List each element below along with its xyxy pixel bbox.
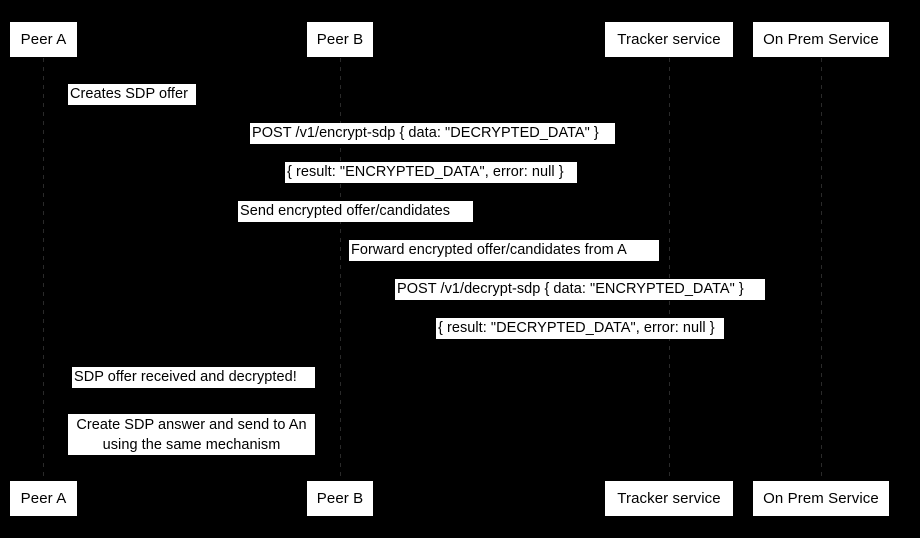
lifeline-tracker (669, 58, 670, 478)
note-line-2: using the same mechanism (102, 437, 281, 453)
participant-footer-tracker-service[interactable]: Tracker service (605, 481, 733, 516)
participant-header-tracker-service[interactable]: Tracker service (605, 22, 733, 57)
note-line-1: Create SDP answer and send to An (76, 417, 307, 433)
lifeline-peer-a (43, 58, 44, 478)
message-post-encrypt-sdp: POST /v1/encrypt-sdp { data: "DECRYPTED_… (250, 123, 615, 144)
participant-footer-on-prem-service[interactable]: On Prem Service (753, 481, 889, 516)
message-encrypt-sdp-result: { result: "ENCRYPTED_DATA", error: null … (285, 162, 577, 183)
participant-footer-peer-a[interactable]: Peer A (10, 481, 77, 516)
participant-header-peer-b[interactable]: Peer B (307, 22, 373, 57)
note-create-sdp-answer: Create SDP answer and send to An using t… (68, 414, 315, 455)
participant-header-peer-a[interactable]: Peer A (10, 22, 77, 57)
message-creates-sdp-offer: Creates SDP offer (68, 84, 196, 105)
message-forward-encrypted-offer: Forward encrypted offer/candidates from … (349, 240, 659, 261)
message-send-encrypted-offer: Send encrypted offer/candidates (238, 201, 473, 222)
lifeline-on-prem (821, 58, 822, 478)
message-decrypt-sdp-result: { result: "DECRYPTED_DATA", error: null … (436, 318, 724, 339)
participant-footer-peer-b[interactable]: Peer B (307, 481, 373, 516)
participant-header-on-prem-service[interactable]: On Prem Service (753, 22, 889, 57)
message-post-decrypt-sdp: POST /v1/decrypt-sdp { data: "ENCRYPTED_… (395, 279, 765, 300)
message-sdp-offer-received: SDP offer received and decrypted! (72, 367, 315, 388)
lifeline-peer-b (340, 58, 341, 478)
